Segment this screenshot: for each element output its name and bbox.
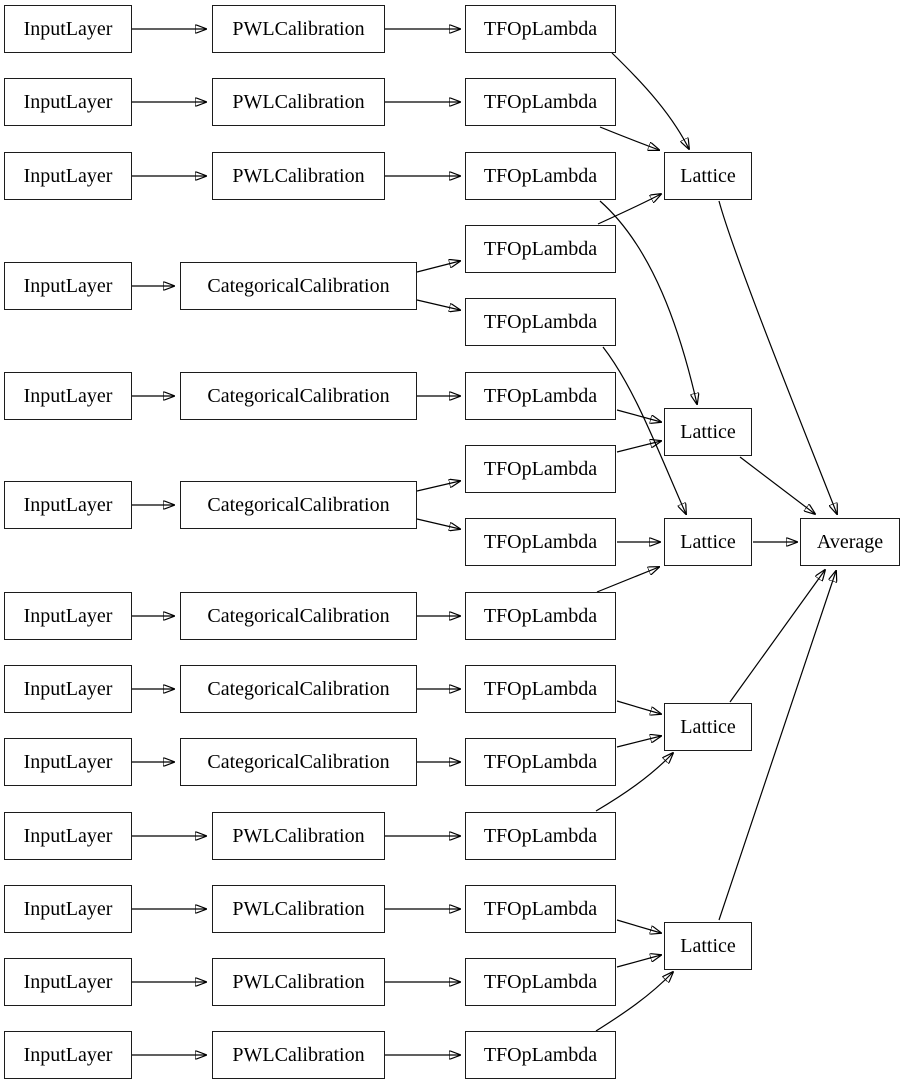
edge-lambda-6-lattice-2 <box>616 409 661 422</box>
edge-lambda-9-lattice-3 <box>596 567 659 593</box>
node-tfoplambda-2: TFOpLambda <box>465 78 616 126</box>
edge-lambda-7-lattice-2 <box>616 441 661 453</box>
node-inputlayer-8: InputLayer <box>4 665 132 713</box>
node-inputlayer-13: InputLayer <box>4 1031 132 1079</box>
node-inputlayer-4: InputLayer <box>4 262 132 310</box>
node-inputlayer-2: InputLayer <box>4 78 132 126</box>
node-categoricalcalibration-5: CategoricalCalibration <box>180 665 417 713</box>
edge-lambda-2-lattice-1 <box>599 126 659 150</box>
node-tfoplambda-13: TFOpLambda <box>465 885 616 933</box>
node-pwlcalibration-7: PWLCalibration <box>212 1031 385 1079</box>
edge-cat-3-lambda-8 <box>416 518 460 529</box>
edge-lambda-14-lattice-5 <box>616 955 661 968</box>
node-pwlcalibration-3: PWLCalibration <box>212 152 385 200</box>
node-tfoplambda-12: TFOpLambda <box>465 812 616 860</box>
node-lattice-3: Lattice <box>664 518 752 566</box>
node-tfoplambda-3: TFOpLambda <box>465 152 616 200</box>
edge-lambda-12-lattice-4 <box>595 753 673 812</box>
node-inputlayer-6: InputLayer <box>4 481 132 529</box>
node-tfoplambda-4: TFOpLambda <box>465 225 616 273</box>
node-tfoplambda-10: TFOpLambda <box>465 665 616 713</box>
edge-cat-1-lambda-5 <box>416 299 460 310</box>
node-categoricalcalibration-1: CategoricalCalibration <box>180 262 417 310</box>
node-categoricalcalibration-6: CategoricalCalibration <box>180 738 417 786</box>
edge-lambda-10-lattice-4 <box>616 700 661 714</box>
node-tfoplambda-1: TFOpLambda <box>465 5 616 53</box>
edge-lambda-5-lattice-3 <box>602 346 686 514</box>
edge-lambda-13-lattice-5 <box>616 919 661 933</box>
node-average: Average <box>800 518 900 566</box>
edge-lambda-11-lattice-4 <box>616 736 661 748</box>
edge-lambda-15-lattice-5 <box>595 972 673 1032</box>
node-categoricalcalibration-4: CategoricalCalibration <box>180 592 417 640</box>
node-lattice-1: Lattice <box>664 152 752 200</box>
node-tfoplambda-11: TFOpLambda <box>465 738 616 786</box>
edge-lambda-3-lattice-2 <box>599 200 697 404</box>
node-lattice-4: Lattice <box>664 703 752 751</box>
node-inputlayer-7: InputLayer <box>4 592 132 640</box>
node-inputlayer-5: InputLayer <box>4 372 132 420</box>
edge-cat-3-lambda-7 <box>416 481 460 492</box>
node-inputlayer-1: InputLayer <box>4 5 132 53</box>
node-categoricalcalibration-3: CategoricalCalibration <box>180 481 417 529</box>
node-pwlcalibration-2: PWLCalibration <box>212 78 385 126</box>
node-inputlayer-3: InputLayer <box>4 152 132 200</box>
node-tfoplambda-5: TFOpLambda <box>465 298 616 346</box>
node-tfoplambda-15: TFOpLambda <box>465 1031 616 1079</box>
edge-lattice-5-average <box>718 571 836 921</box>
edge-cat-1-lambda-4 <box>416 261 460 273</box>
edge-lambda-1-lattice-1 <box>611 52 689 149</box>
node-inputlayer-10: InputLayer <box>4 812 132 860</box>
node-inputlayer-11: InputLayer <box>4 885 132 933</box>
edge-lattice-4-average <box>729 570 825 703</box>
node-lattice-5: Lattice <box>664 922 752 970</box>
node-tfoplambda-6: TFOpLambda <box>465 372 616 420</box>
node-tfoplambda-7: TFOpLambda <box>465 445 616 493</box>
node-tfoplambda-9: TFOpLambda <box>465 592 616 640</box>
node-tfoplambda-8: TFOpLambda <box>465 518 616 566</box>
node-lattice-2: Lattice <box>664 408 752 456</box>
node-inputlayer-12: InputLayer <box>4 958 132 1006</box>
node-pwlcalibration-5: PWLCalibration <box>212 885 385 933</box>
node-tfoplambda-14: TFOpLambda <box>465 958 616 1006</box>
edge-lambda-4-lattice-1 <box>597 194 661 225</box>
node-pwlcalibration-4: PWLCalibration <box>212 812 385 860</box>
node-pwlcalibration-1: PWLCalibration <box>212 5 385 53</box>
edge-lattice-2-average <box>739 456 815 514</box>
edge-lattice-1-average <box>718 200 837 514</box>
node-pwlcalibration-6: PWLCalibration <box>212 958 385 1006</box>
node-inputlayer-9: InputLayer <box>4 738 132 786</box>
node-categoricalcalibration-2: CategoricalCalibration <box>180 372 417 420</box>
